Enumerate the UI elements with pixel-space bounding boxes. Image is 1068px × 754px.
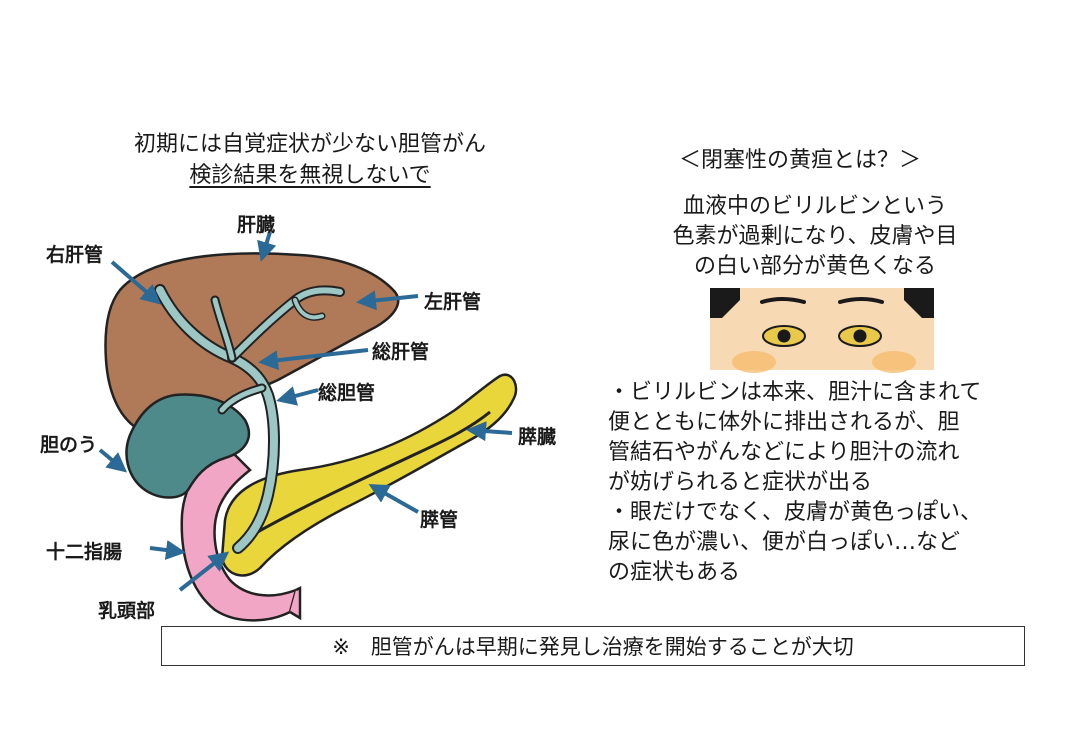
duodenum-shape xyxy=(180,450,298,622)
label-pancreatic-duct: 膵管 xyxy=(420,509,459,531)
arrow-pancreas xyxy=(466,421,513,442)
label-liver: 肝臓 xyxy=(237,214,276,236)
bullet-line: ・眼だけでなく、皮膚が黄色っぽい、 xyxy=(608,500,983,525)
arrow-left-hepatic-duct xyxy=(356,290,419,311)
definition-block: 血液中のビリルビンという 色素が過剰になり、皮膚や目 の白い部分が黄色くなる xyxy=(620,192,1010,282)
arrow-gallbladder xyxy=(98,448,128,473)
right-cheek xyxy=(872,351,916,373)
label-papilla: 乳頭部 xyxy=(98,600,156,622)
arrow-liver xyxy=(257,231,277,262)
bullet-line: 便とともに体外に排出されるが、胆 xyxy=(608,410,960,435)
definition-line: 血液中のビリルビンという xyxy=(682,194,947,219)
label-arrows xyxy=(98,231,513,592)
bullet-line: 尿に色が濃い、便が白っぽい…など xyxy=(608,530,961,555)
right-eyebrow xyxy=(838,297,884,304)
bullet-line: ・ビリルビンは本来、胆汁に含まれて xyxy=(608,380,982,405)
left-heading-line2: 検診結果を無視しないで xyxy=(100,157,520,189)
bullet-line: 管結石やがんなどにより胆汁の流れ xyxy=(608,440,960,465)
label-common-bile-duct: 総胆管 xyxy=(318,382,376,404)
label-gallbladder: 胆のう xyxy=(40,434,98,456)
left-eyebrow xyxy=(760,297,806,304)
label-left-hepatic-duct: 左肝管 xyxy=(424,291,482,313)
left-heading-line1: 初期には自覚症状が少ない胆管がん xyxy=(133,132,486,157)
label-pancreas: 膵臓 xyxy=(518,426,557,448)
right-heading: ＜閉塞性の黄疸とは？＞ xyxy=(678,148,921,173)
bullet-line: が妨げられると症状が出る xyxy=(608,470,873,495)
arrow-common-hepatic-duct xyxy=(258,348,369,371)
bile-duct-tree xyxy=(154,284,345,554)
left-heading-underlined: 検診結果を無視しないで xyxy=(189,163,431,188)
left-cheek xyxy=(732,351,776,373)
arrow-duodenum xyxy=(149,540,186,560)
label-common-hepatic-duct: 総肝管 xyxy=(372,341,430,363)
bullet-line: の症状もある xyxy=(608,560,741,585)
definition-line: 色素が過剰になり、皮膚や目 xyxy=(672,224,958,249)
arrow-right-hepatic-duct xyxy=(110,260,162,305)
definition-line: の白い部分が黄色くなる xyxy=(693,254,936,279)
label-right-hepatic-duct: 右肝管 xyxy=(46,244,104,266)
label-duodenum: 十二指腸 xyxy=(46,541,123,563)
footer-note: ※ 胆管がんは早期に発見し治療を開始することが大切 xyxy=(161,626,1025,666)
bullet-list: ・ビリルビンは本来、胆汁に含まれて 便とともに体外に排出されるが、胆 管結石やが… xyxy=(608,378,1048,588)
footer-note-text: ※ 胆管がんは早期に発見し治療を開始することが大切 xyxy=(332,635,854,659)
arrow-pancreatic-duct xyxy=(368,484,419,514)
jaundice-face-illustration xyxy=(710,288,934,373)
arrow-common-bile-duct xyxy=(276,386,319,406)
gallbladder-shape xyxy=(125,393,251,499)
arrow-papilla xyxy=(178,551,230,592)
